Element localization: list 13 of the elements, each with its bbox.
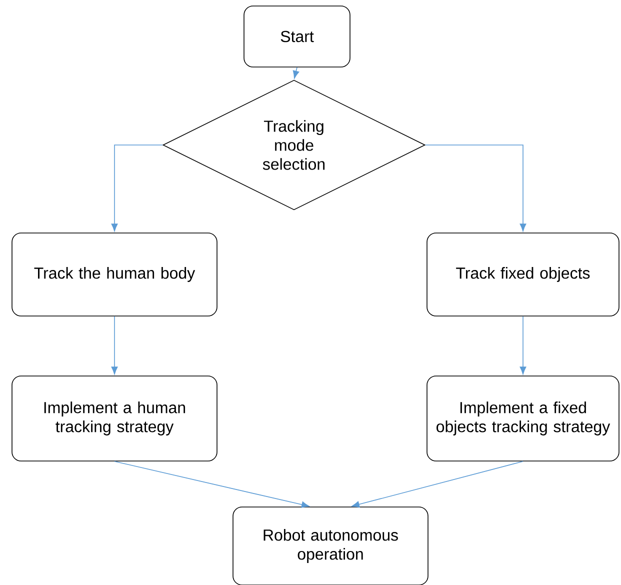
start-box: Start <box>244 6 350 68</box>
process-box: Track the human body <box>12 232 218 316</box>
process-box: Track fixed objects <box>426 232 620 316</box>
arrow <box>352 461 524 508</box>
arrow <box>111 316 118 374</box>
process-box: Implement a fixed objects tracking strategy <box>426 376 620 462</box>
arrow <box>520 316 526 374</box>
end-box: Robot autonomous operation <box>232 506 428 585</box>
arrow <box>292 67 300 79</box>
arrow <box>114 461 310 508</box>
process-box: Implement a human tracking strategy <box>12 376 218 462</box>
arrow <box>425 144 526 232</box>
arrow <box>111 144 163 232</box>
